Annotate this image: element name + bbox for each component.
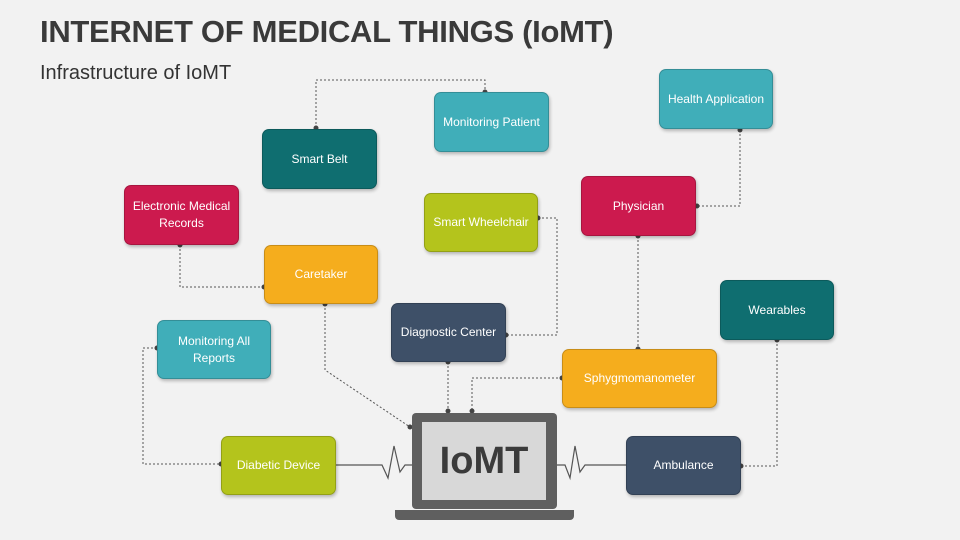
node-smart-belt: Smart Belt: [262, 129, 377, 189]
node-diagnostic-center: Diagnostic Center: [391, 303, 506, 362]
connector-wheelchair-diagnostic: [506, 217, 558, 336]
node-diabetic-device: Diabetic Device: [221, 436, 336, 495]
node-smart-wheelchair: Smart Wheelchair: [424, 193, 538, 252]
connector-reports-diabetic: [142, 347, 221, 465]
connector-emr-caretaker: [179, 245, 264, 288]
node-monitoring-all-reports: Monitoring All Reports: [157, 320, 271, 379]
connector-sphygmo-iomt: [471, 377, 562, 411]
node-monitoring-patient: Monitoring Patient: [434, 92, 549, 152]
node-electronic-medical-records: Electronic Medical Records: [124, 185, 239, 245]
laptop-base: [395, 510, 574, 520]
connector-wearables-ambulance: [741, 340, 778, 467]
node-wearables: Wearables: [720, 280, 834, 340]
heartbeat-line-left: [336, 445, 412, 480]
heartbeat-line-right: [557, 445, 626, 481]
page-title: INTERNET OF MEDICAL THINGS (IoMT): [40, 14, 614, 49]
node-physician: Physician: [581, 176, 696, 236]
node-caretaker: Caretaker: [264, 245, 378, 304]
node-sphygmomanometer: Sphygmomanometer: [562, 349, 717, 408]
connector-smart-belt-monitoring-patient: [315, 79, 486, 128]
node-ambulance: Ambulance: [626, 436, 741, 495]
laptop-screen-label: IoMT: [422, 422, 546, 500]
connector-caretaker-iomt: [324, 304, 411, 428]
page-subtitle: Infrastructure of IoMT: [40, 62, 232, 84]
connector-health-physician: [697, 130, 741, 207]
node-health-application: Health Application: [659, 69, 773, 129]
